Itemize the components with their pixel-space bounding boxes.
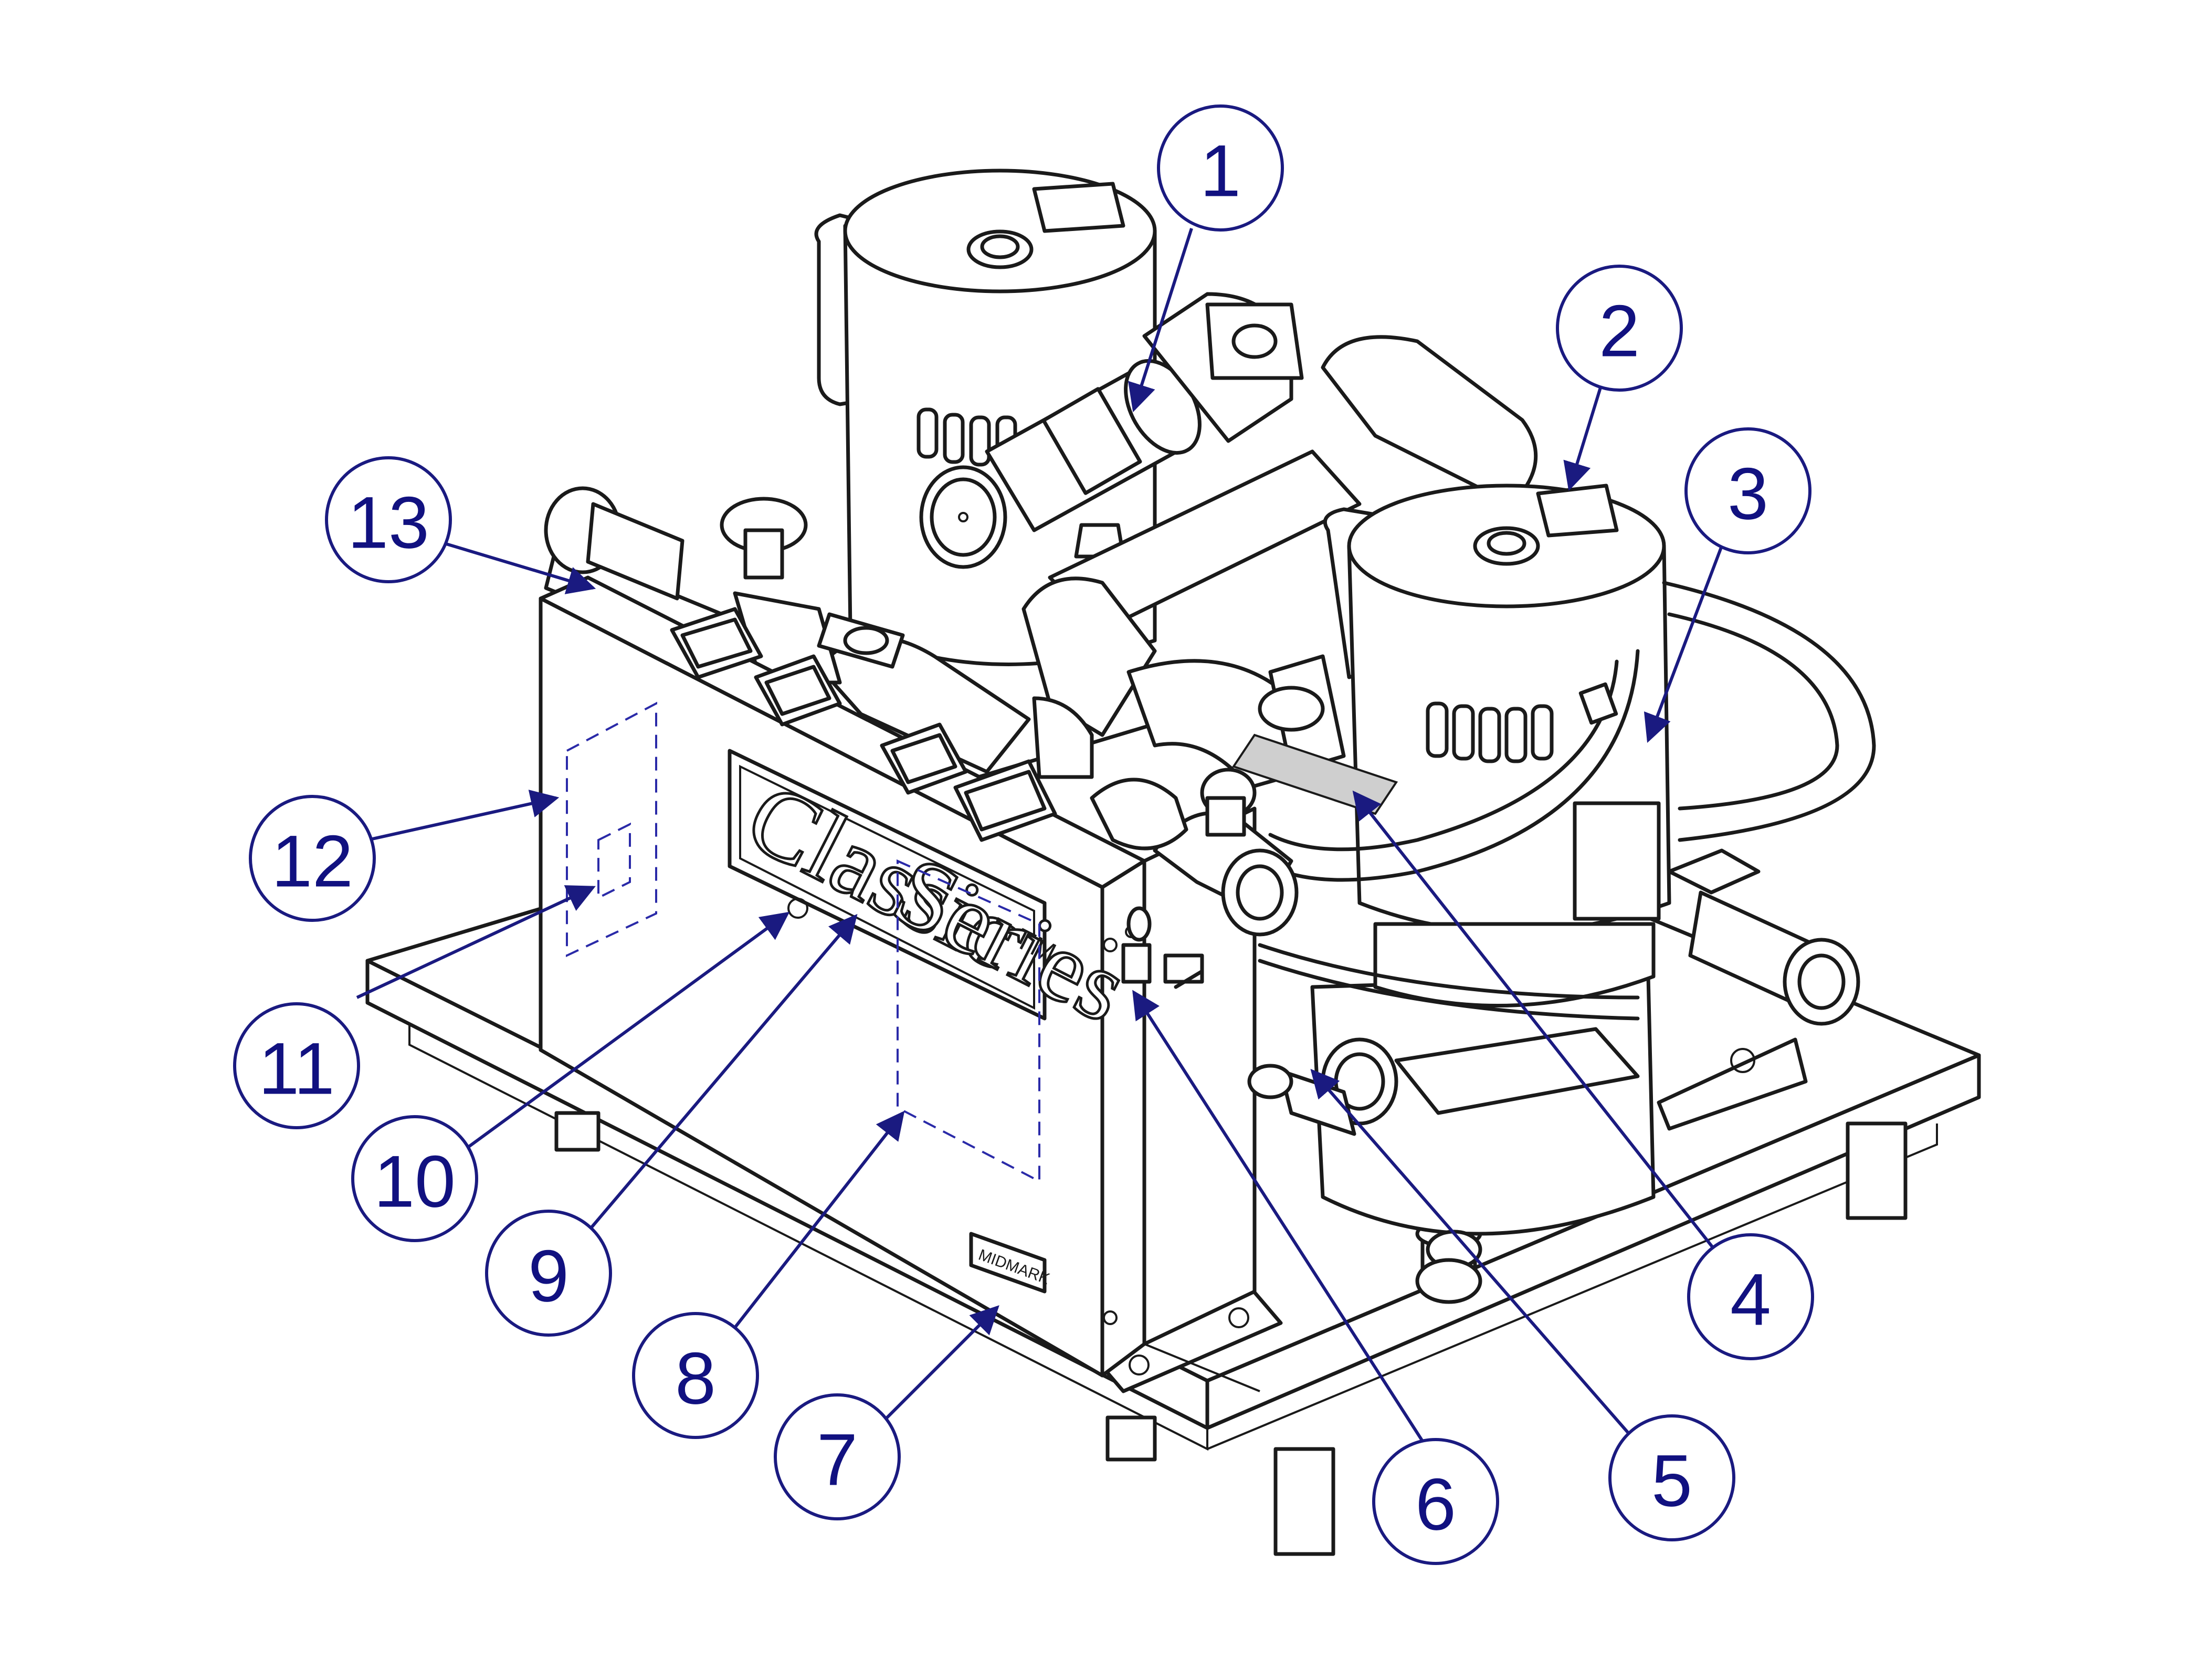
hidden-components xyxy=(566,701,1040,1183)
pump-bracket-right xyxy=(1657,1037,1808,1131)
front-motor-vents xyxy=(1426,701,1554,763)
indicator-light xyxy=(787,898,808,919)
front-vacuum-motor xyxy=(1323,484,1671,934)
callout-7: 7 xyxy=(774,1393,901,1520)
exhaust-fitting-right xyxy=(1667,848,1860,1026)
callout-13: 13 xyxy=(325,456,452,583)
motor-label-plate xyxy=(1536,484,1619,538)
vacuum-hose-loop xyxy=(1258,581,1876,882)
callout-5: 5 xyxy=(1608,1414,1735,1541)
callout-9-label: 9 xyxy=(528,1235,569,1317)
callout-4-label: 4 xyxy=(1730,1258,1771,1341)
callout-3: 3 xyxy=(1684,427,1811,554)
callout-11: 11 xyxy=(233,1002,360,1129)
callout-2: 2 xyxy=(1556,265,1683,392)
callout-13-label: 13 xyxy=(347,481,429,564)
callout-6-label: 6 xyxy=(1415,1463,1456,1546)
callout-10: 10 xyxy=(351,1115,478,1242)
callout-leaders xyxy=(356,228,1723,1445)
control-switches xyxy=(670,607,1057,842)
callout-8: 8 xyxy=(632,1312,759,1439)
front-left-tee xyxy=(1090,768,1299,937)
control-box xyxy=(539,575,1260,1392)
rear-manifold-pipe xyxy=(1142,292,1538,506)
callout-5-label: 5 xyxy=(1651,1440,1692,1522)
callout-8-label: 8 xyxy=(675,1337,716,1420)
callout-4: 4 xyxy=(1687,1233,1814,1360)
callout-12-label: 12 xyxy=(271,820,353,902)
callout-7-label: 7 xyxy=(817,1419,858,1501)
callout-2-label: 2 xyxy=(1599,290,1640,372)
callout-1: 1 xyxy=(1157,104,1284,232)
callout-9: 9 xyxy=(485,1210,612,1337)
callout-12: 12 xyxy=(249,795,376,922)
callout-11-label: 11 xyxy=(258,1027,334,1110)
callout-10-label: 10 xyxy=(374,1140,456,1223)
side-breaker xyxy=(1121,906,1204,989)
callout-6: 6 xyxy=(1372,1438,1499,1565)
callout-3-label: 3 xyxy=(1728,453,1768,535)
callout-1-label: 1 xyxy=(1200,130,1241,212)
